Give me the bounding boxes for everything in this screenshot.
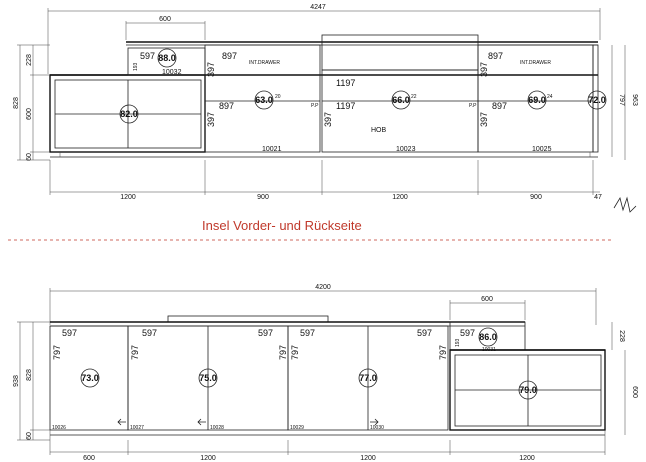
width-label: 897 (488, 51, 503, 61)
front-elevation: 4247 600 (13, 4, 638, 213)
height-label: 397 (206, 62, 216, 77)
right-797: 797 (618, 94, 625, 106)
bottom-dim: 1200 (392, 194, 408, 201)
rear-elevation: 4200 600 938 828 60 (13, 284, 638, 462)
height-label: 797 (130, 345, 140, 360)
position-bubble: 77.0 (359, 373, 377, 383)
height-label: 397 (479, 112, 489, 127)
width-label: 897 (219, 101, 234, 111)
width-label: 1197 (336, 101, 355, 111)
article-code: 10030 (370, 425, 384, 431)
position-bubble: 86.0 (479, 332, 497, 342)
arrow-right-icon (370, 418, 379, 426)
article-code: 10027 (130, 425, 144, 431)
note-int-drawer: INT.DRAWER (520, 60, 551, 66)
position-bubble: 72.0 (588, 95, 606, 105)
plinth-60: 60 (26, 153, 33, 161)
article-code: 10021 (262, 146, 282, 153)
height-label: 797 (52, 345, 62, 360)
right-600: 600 (631, 386, 638, 398)
overall-width: 4200 (315, 284, 331, 291)
small-dim: 22 (411, 94, 417, 100)
section-title: Insel Vorder- und Rückseite (202, 218, 362, 233)
overall-width: 4247 (310, 4, 326, 11)
bottom-dim: 1200 (360, 455, 376, 462)
bottom-dim: 1200 (519, 455, 535, 462)
note-pp: P.P (469, 103, 477, 109)
article-code: 10025 (532, 146, 552, 153)
article-code: 10023 (396, 146, 416, 153)
overall-height-938: 938 (13, 375, 20, 387)
overall-height-963: 963 (631, 94, 638, 106)
width-label: 597 (62, 328, 77, 338)
bottom-dim: 1200 (120, 194, 136, 201)
width-label: 597 (300, 328, 315, 338)
note-int-drawer: INT.DRAWER (249, 60, 280, 66)
width-label: 897 (222, 51, 237, 61)
height-label: 797 (438, 345, 448, 360)
top-gap-228: 228 (26, 54, 33, 66)
arrow-left-icon (197, 418, 206, 426)
width-label: 597 (460, 328, 475, 338)
small-dim: 24 (547, 94, 553, 100)
article-code: 10032 (162, 69, 182, 76)
position-bubble: 73.0 (81, 373, 99, 383)
width-label: 897 (492, 101, 507, 111)
upper-600-dim: 600 (159, 16, 171, 23)
front-600: 600 (26, 108, 33, 120)
article-code: 10028 (210, 425, 224, 431)
bottom-dim: 47 (594, 194, 602, 201)
position-bubble: 79.0 (519, 385, 537, 395)
height-828: 828 (13, 97, 20, 109)
position-bubble: 88.0 (158, 53, 176, 63)
arrow-left-icon (117, 418, 126, 426)
height-label: 397 (323, 112, 333, 127)
height-label: 397 (479, 62, 489, 77)
bottom-dim: 900 (530, 194, 542, 201)
note-pp: P.P (311, 103, 319, 109)
width-label: 1197 (336, 78, 355, 88)
position-bubble: 69.0 (528, 95, 546, 105)
signature-mark (613, 196, 637, 213)
height-label: 397 (206, 112, 216, 127)
height-label: 193 (133, 62, 139, 71)
width-label: 597 (140, 51, 155, 61)
bottom-dim: 600 (83, 455, 95, 462)
top-gap-228: 228 (618, 330, 625, 342)
width-label: 597 (142, 328, 157, 338)
plinth-60: 60 (26, 432, 33, 440)
bottom-dim: 1200 (200, 455, 216, 462)
upper-600-dim: 600 (481, 296, 493, 303)
position-bubble: 66.0 (392, 95, 410, 105)
width-label: 597 (258, 328, 273, 338)
article-code: 10029 (290, 425, 304, 431)
position-bubble: 75.0 (199, 373, 217, 383)
bottom-dim: 900 (257, 194, 269, 201)
position-bubble: 63.0 (255, 95, 273, 105)
article-code: 10026 (52, 425, 66, 431)
height-label: 797 (278, 345, 288, 360)
height-label: 193 (455, 338, 461, 347)
width-label: 597 (417, 328, 432, 338)
position-bubble: 82.0 (120, 109, 138, 119)
height-label: 797 (290, 345, 300, 360)
note-hob: HOB (371, 127, 387, 134)
small-dim: 20 (275, 94, 281, 100)
height-828: 828 (26, 369, 33, 381)
article-code: 10031 (482, 347, 496, 353)
